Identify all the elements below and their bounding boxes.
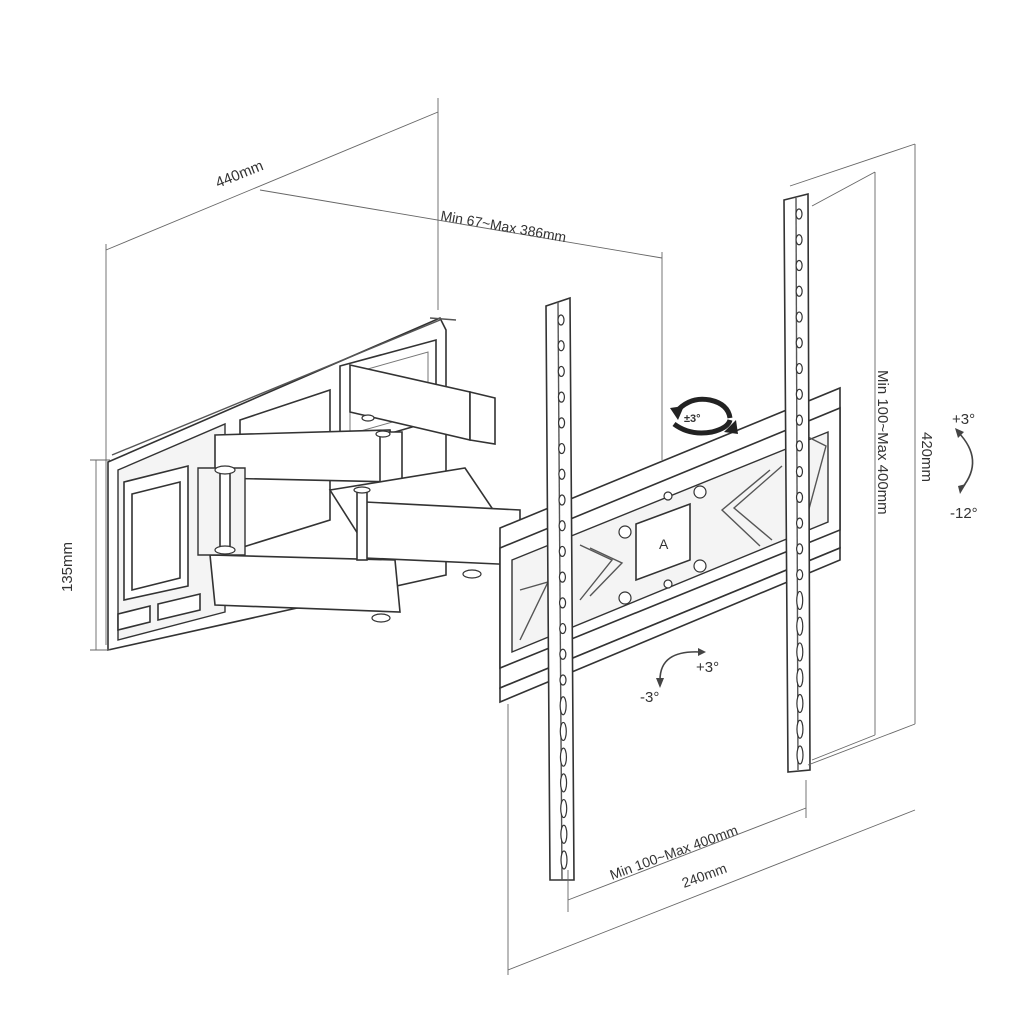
bracket-slot-right (796, 590, 804, 611)
bracket-slot-right (795, 234, 803, 246)
label-swivel-up: +3° (696, 659, 719, 676)
bracket-slot-left (559, 648, 567, 660)
bracket-slot-left (560, 798, 568, 819)
bracket-slot-left (557, 365, 565, 378)
rotate-arrow-icon (670, 396, 738, 436)
bracket-slot-left (557, 314, 565, 326)
bracket-slot-left (558, 468, 566, 480)
bracket-slot-left (559, 721, 567, 742)
bracket-slot-right (795, 337, 803, 349)
bracket-slot-left (558, 545, 566, 558)
bracket-slot-left (558, 597, 567, 609)
bracket-slot-left (557, 417, 566, 429)
label-tilt-down: -12° (950, 505, 978, 522)
bracket-slot-left (559, 696, 567, 716)
label-plate-marker: A (659, 536, 669, 552)
bracket-slot-left (560, 824, 568, 844)
vesa-bracket-left (545, 296, 575, 881)
bracket-slot-right (795, 259, 803, 272)
bracket-slot-left (559, 773, 568, 793)
label-extension: Min 67~Max 386mm (439, 207, 567, 245)
bracket-slot-right (796, 543, 804, 555)
bracket-slot-right (796, 719, 804, 739)
bracket-slot-left (558, 494, 566, 506)
articulating-arms (197, 364, 521, 623)
bracket-slot-left (558, 520, 566, 532)
bracket-slot-left (560, 850, 568, 870)
bracket-slot-left (559, 674, 567, 686)
bracket-slot-right (795, 466, 804, 478)
bracket-slot-right (795, 311, 803, 323)
bracket-slot-right (796, 616, 804, 636)
bracket-slot-right (795, 414, 803, 426)
label-tilt-up: +3° (952, 411, 975, 428)
bracket-slot-left (558, 571, 567, 583)
bracket-slot-right (795, 208, 803, 220)
bracket-slot-right (796, 745, 804, 765)
label-swivel-down: -3° (640, 689, 659, 706)
tilt-arrow-icon (955, 428, 974, 494)
tv-plate (499, 386, 841, 704)
bracket-slot-left (559, 747, 568, 767)
bracket-slot-right (796, 668, 804, 688)
bracket-slot-left (557, 391, 566, 403)
bracket-slot-left (559, 622, 567, 635)
dimension-lines (90, 98, 916, 975)
bracket-slot-right (795, 362, 803, 375)
label-panel-height: 420mm (918, 432, 935, 482)
label-vesa-vertical: Min 100~Max 400mm (874, 370, 891, 515)
swivel-arrow-icon (656, 648, 706, 688)
vesa-bracket-right (783, 192, 811, 773)
bracket-slot-right (795, 517, 804, 529)
bracket-slot-right (795, 285, 803, 297)
bracket-slot-left (558, 442, 566, 455)
bracket-slot-right (795, 388, 803, 400)
bracket-slot-right (795, 440, 804, 452)
label-rotate: ±3° (684, 413, 701, 425)
label-wall-plate-height: 135mm (59, 542, 76, 592)
bracket-slot-left (557, 340, 565, 352)
bracket-slot-right (796, 569, 804, 581)
bracket-slot-right (796, 642, 804, 662)
bracket-slot-right (795, 491, 804, 503)
bracket-slot-right (796, 693, 804, 714)
